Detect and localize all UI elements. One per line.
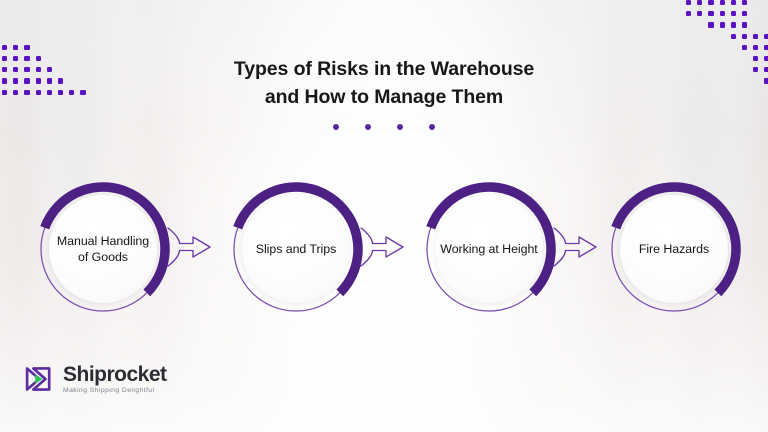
decor-dot [708, 22, 714, 28]
title-block: Types of Risks in the Warehouse and How … [0, 56, 768, 111]
decor-dot [730, 11, 736, 17]
decor-dot [697, 0, 703, 6]
decor-dot [80, 89, 86, 95]
page-title: Types of Risks in the Warehouse and How … [0, 56, 768, 111]
flow-node-disc: Fire Hazards [620, 195, 728, 303]
divider-dot [365, 124, 371, 130]
decor-dot [719, 11, 725, 17]
decor-dot [764, 33, 768, 39]
decorative-dot-grid-top-right [686, 0, 768, 84]
flow-node-disc: Working at Height [435, 195, 543, 303]
decor-dot [742, 22, 748, 28]
divider-dot [397, 124, 403, 130]
decor-dot [35, 89, 41, 95]
flow-node-ring [611, 182, 741, 312]
decor-dot [58, 89, 64, 95]
divider-dot [333, 124, 339, 130]
flow-connector-1 [166, 225, 214, 274]
decor-dot [708, 11, 714, 17]
decor-dot [753, 67, 759, 73]
title-line-2: and How to Manage Them [264, 85, 504, 108]
decor-dot [719, 22, 725, 28]
decor-dot [35, 56, 41, 62]
flow-connector-3 [552, 225, 600, 274]
arrow-right-icon [360, 227, 404, 267]
decor-dot [764, 67, 768, 73]
decor-dot [24, 44, 30, 50]
decor-dot [58, 78, 64, 84]
decor-dot [2, 44, 8, 50]
logo-text-block: Shiprocket Making Shipping Delightful [63, 362, 167, 395]
decor-dot [686, 0, 692, 6]
decor-dot [686, 11, 692, 17]
flow-node-fire-hazards[interactable]: Fire Hazards [606, 181, 746, 317]
decor-dot [46, 89, 52, 95]
flow-node-label: Working at Height [440, 241, 538, 256]
flow-node-slips-and-trips[interactable]: Slips and Trips [228, 181, 368, 317]
decor-dot [24, 89, 30, 95]
flow-node-manual-handling-of-goods[interactable]: Manual Handling of Goods [35, 181, 175, 317]
flow-node-ring [233, 182, 363, 312]
decor-dot [742, 44, 748, 50]
decor-dot [719, 0, 725, 6]
logo-tagline: Making Shipping Delightful [63, 387, 155, 395]
decor-dot [764, 56, 768, 62]
flow-node-label: Fire Hazards [638, 241, 710, 256]
title-line-1: Types of Risks in the Warehouse [233, 58, 535, 80]
decor-dot [2, 67, 8, 73]
decor-dot [730, 33, 736, 39]
decor-dot [46, 67, 52, 73]
decor-dot [35, 67, 41, 73]
flow-node-working-at-height[interactable]: Working at Height [421, 181, 561, 317]
decor-dot [742, 11, 748, 17]
decorative-dot-grid-top-left [2, 0, 110, 95]
decor-dot [753, 33, 759, 39]
flow-node-disc: Manual Handling of Goods [49, 195, 157, 303]
decor-dot [13, 56, 19, 62]
flow-connector-2 [359, 225, 407, 274]
flow-node-ring [426, 182, 556, 312]
shiprocket-play-mark-icon [25, 367, 51, 391]
arrow-right-icon [167, 227, 211, 267]
decor-dot [13, 78, 19, 84]
decor-dot [753, 56, 759, 62]
decor-dot [46, 78, 52, 84]
decor-dot [24, 78, 30, 84]
decor-dot [2, 56, 8, 62]
flow-node-ring [40, 182, 170, 312]
decor-dot [697, 11, 703, 17]
decor-dot [35, 78, 41, 84]
decor-dot [13, 44, 19, 50]
decor-dot [742, 0, 748, 6]
decor-dot [2, 89, 8, 95]
flow-node-disc: Slips and Trips [242, 195, 350, 303]
decor-dot [764, 44, 768, 50]
decor-dot [69, 89, 75, 95]
decor-dot [13, 67, 19, 73]
decor-dot [753, 44, 759, 50]
decor-dot [24, 56, 30, 62]
arrow-right-icon [553, 227, 597, 267]
divider-dot [429, 124, 435, 130]
decor-dot [24, 67, 30, 73]
shiprocket-logo: Shiprocket Making Shipping Delightful [22, 362, 167, 396]
flow-node-label: Slips and Trips [255, 241, 337, 256]
flow-node-label: Manual Handling of Goods [56, 233, 150, 265]
title-divider-dots [0, 124, 768, 130]
decor-dot [730, 22, 736, 28]
logo-wordmark: Shiprocket [63, 362, 167, 386]
decor-dot [13, 89, 19, 95]
decor-dot [708, 0, 714, 6]
decor-dot [730, 0, 736, 6]
decor-dot [742, 33, 748, 39]
decor-dot [764, 78, 768, 84]
risk-flow-diagram: Manual Handling of Goods Slips and Trips W… [0, 181, 768, 319]
decor-dot [2, 78, 8, 84]
